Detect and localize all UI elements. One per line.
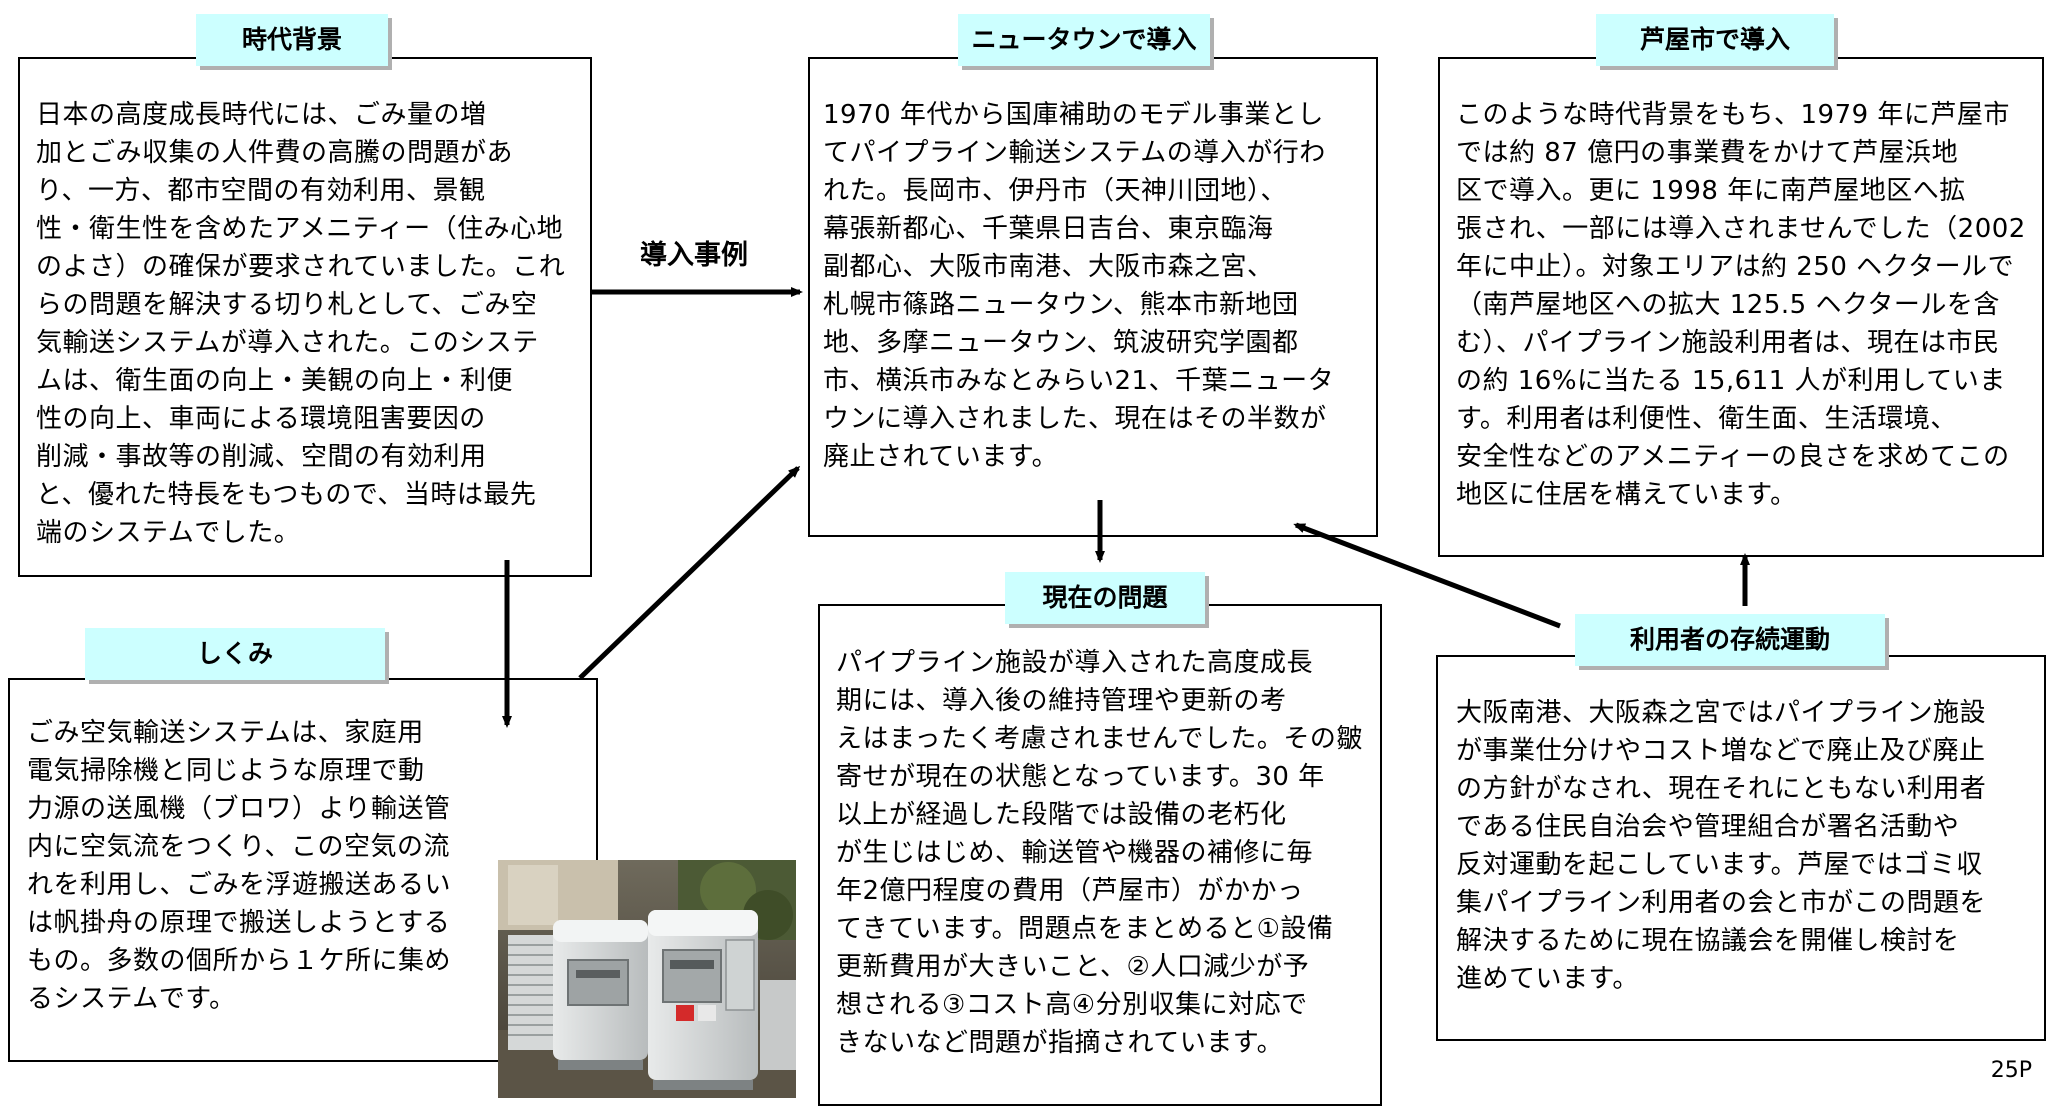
- newtown-box: [808, 57, 1378, 537]
- mechanism-text: ごみ空気輸送システムは、家庭用 電気掃除機と同じような原理で動 力源の送風機（ブ…: [27, 718, 452, 1014]
- arrow-label-introduction-examples: 導入事例: [640, 240, 748, 271]
- user-movement-text: 大阪南港、大阪森之宮ではパイプライン施設 が事業仕分けやコスト増などで廃止及び廃…: [1456, 698, 1987, 994]
- ashiya-box: [1438, 57, 2044, 557]
- background-box: [18, 57, 592, 577]
- arrow-mechanism-to-newtown: [578, 465, 801, 680]
- user-movement-title: 利用者の存続運動: [1575, 614, 1885, 666]
- background-text: 日本の高度成長時代には、ごみ量の増 加とごみ収集の人件費の高騰の問題があ り、一…: [36, 100, 566, 548]
- current-problem-text: パイプライン施設が導入された高度成長 期には、導入後の維持管理や更新の考 えはま…: [836, 648, 1363, 1058]
- current-problem-title: 現在の問題: [1005, 572, 1205, 624]
- current-problem-box: [818, 604, 1382, 1106]
- newtown-title: ニュータウンで導入: [958, 14, 1210, 66]
- garbage-inlet-photo: [498, 860, 796, 1098]
- background-title: 時代背景: [196, 14, 388, 66]
- user-movement-box: [1436, 655, 2046, 1041]
- newtown-text: 1970 年代から国庫補助のモデル事業とし てパイプライン輸送システムの導入が行…: [823, 100, 1335, 472]
- page-number: 25P: [1990, 1058, 2032, 1083]
- ashiya-text: このような時代背景をもち、1979 年に芦屋市 では約 87 億円の事業費をかけ…: [1456, 100, 2026, 510]
- mechanism-title: しくみ: [85, 628, 385, 680]
- ashiya-title: 芦屋市で導入: [1596, 14, 1834, 66]
